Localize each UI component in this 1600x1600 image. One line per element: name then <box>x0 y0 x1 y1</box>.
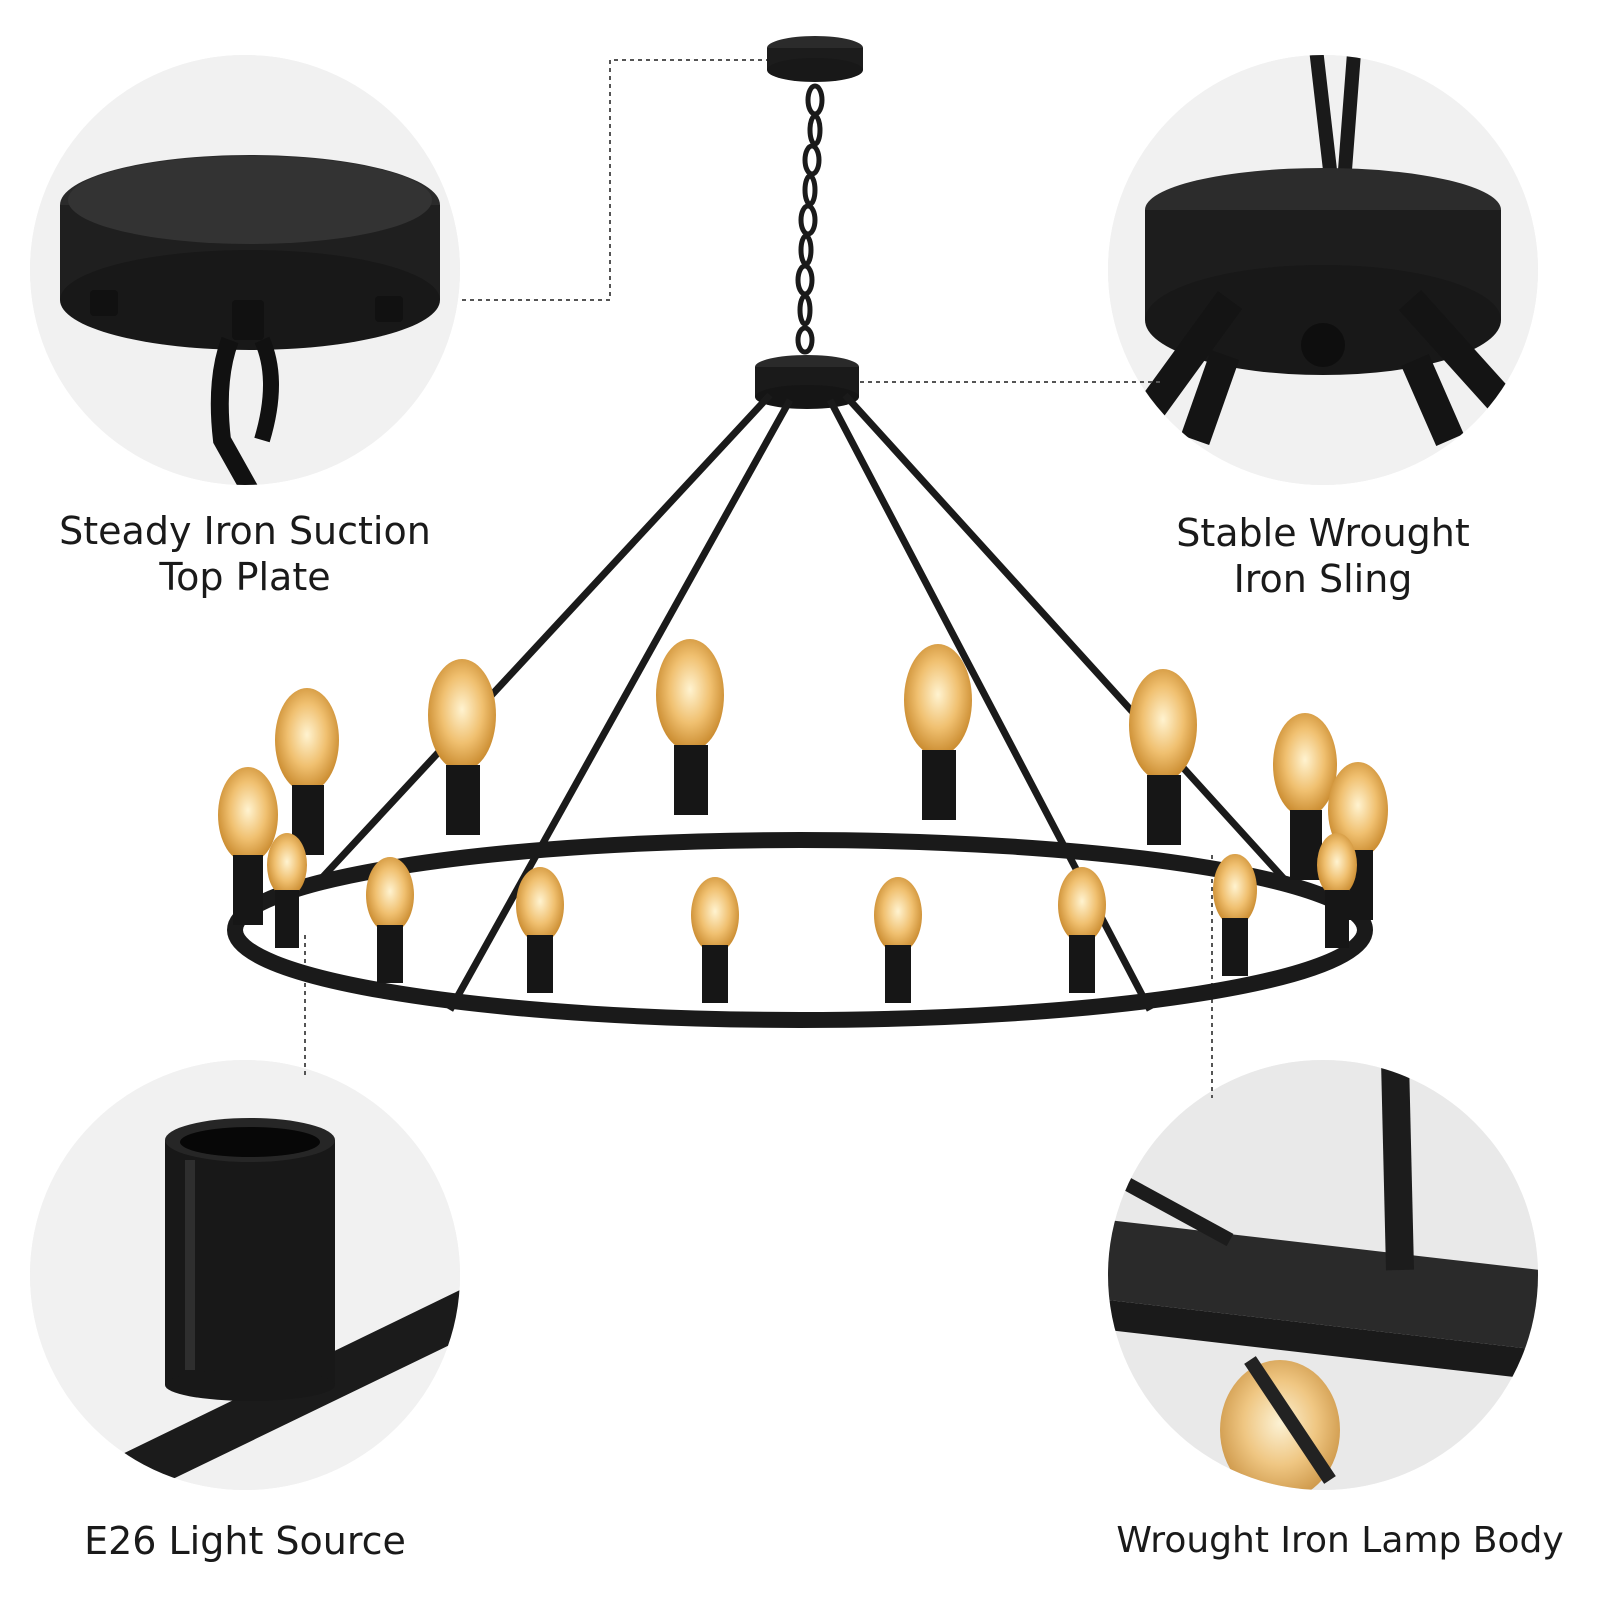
light-source-label: E26 Light Source <box>20 1518 470 1564</box>
top-plate-label-line1: Steady Iron Suction <box>59 509 431 553</box>
top-plate-label-line2: Top Plate <box>159 555 331 599</box>
sling-label: Stable Wrought Iron Sling <box>1098 510 1548 602</box>
top-plate-detail <box>30 55 460 485</box>
sling-label-line1: Stable Wrought <box>1176 511 1470 555</box>
lamp-body-label: Wrought Iron Lamp Body <box>1100 1518 1580 1564</box>
leader-lines <box>304 59 1213 1098</box>
light-source-label-line1: E26 Light Source <box>84 1519 406 1563</box>
top-plate-label: Steady Iron Suction Top Plate <box>20 508 470 600</box>
lamp-body-detail <box>1108 1060 1538 1490</box>
sling-label-line2: Iron Sling <box>1233 557 1413 601</box>
chandelier <box>218 36 1388 1028</box>
light-source-detail <box>30 1060 460 1490</box>
lamp-body-label-line1: Wrought Iron Lamp Body <box>1116 1520 1564 1561</box>
sling-detail <box>1108 55 1538 485</box>
